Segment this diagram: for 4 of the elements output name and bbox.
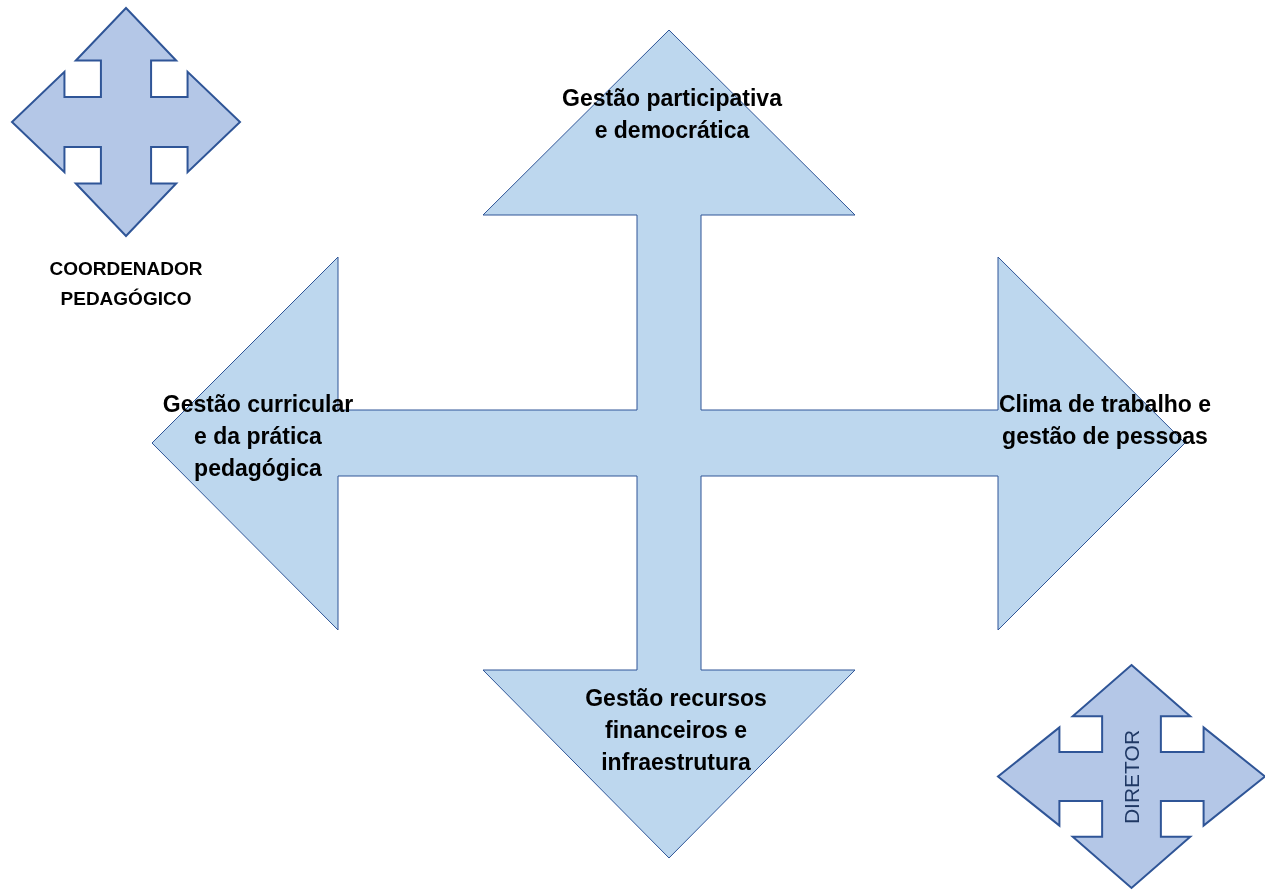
role-label: COORDENADOR PEDAGÓGICO — [48, 257, 204, 311]
arrow-label: Gestão recursos financeiros e infraestrutura — [584, 684, 768, 777]
role-label: DIRETOR — [1119, 729, 1144, 824]
arrow-label: Gestão participativa e democrática — [562, 84, 782, 145]
